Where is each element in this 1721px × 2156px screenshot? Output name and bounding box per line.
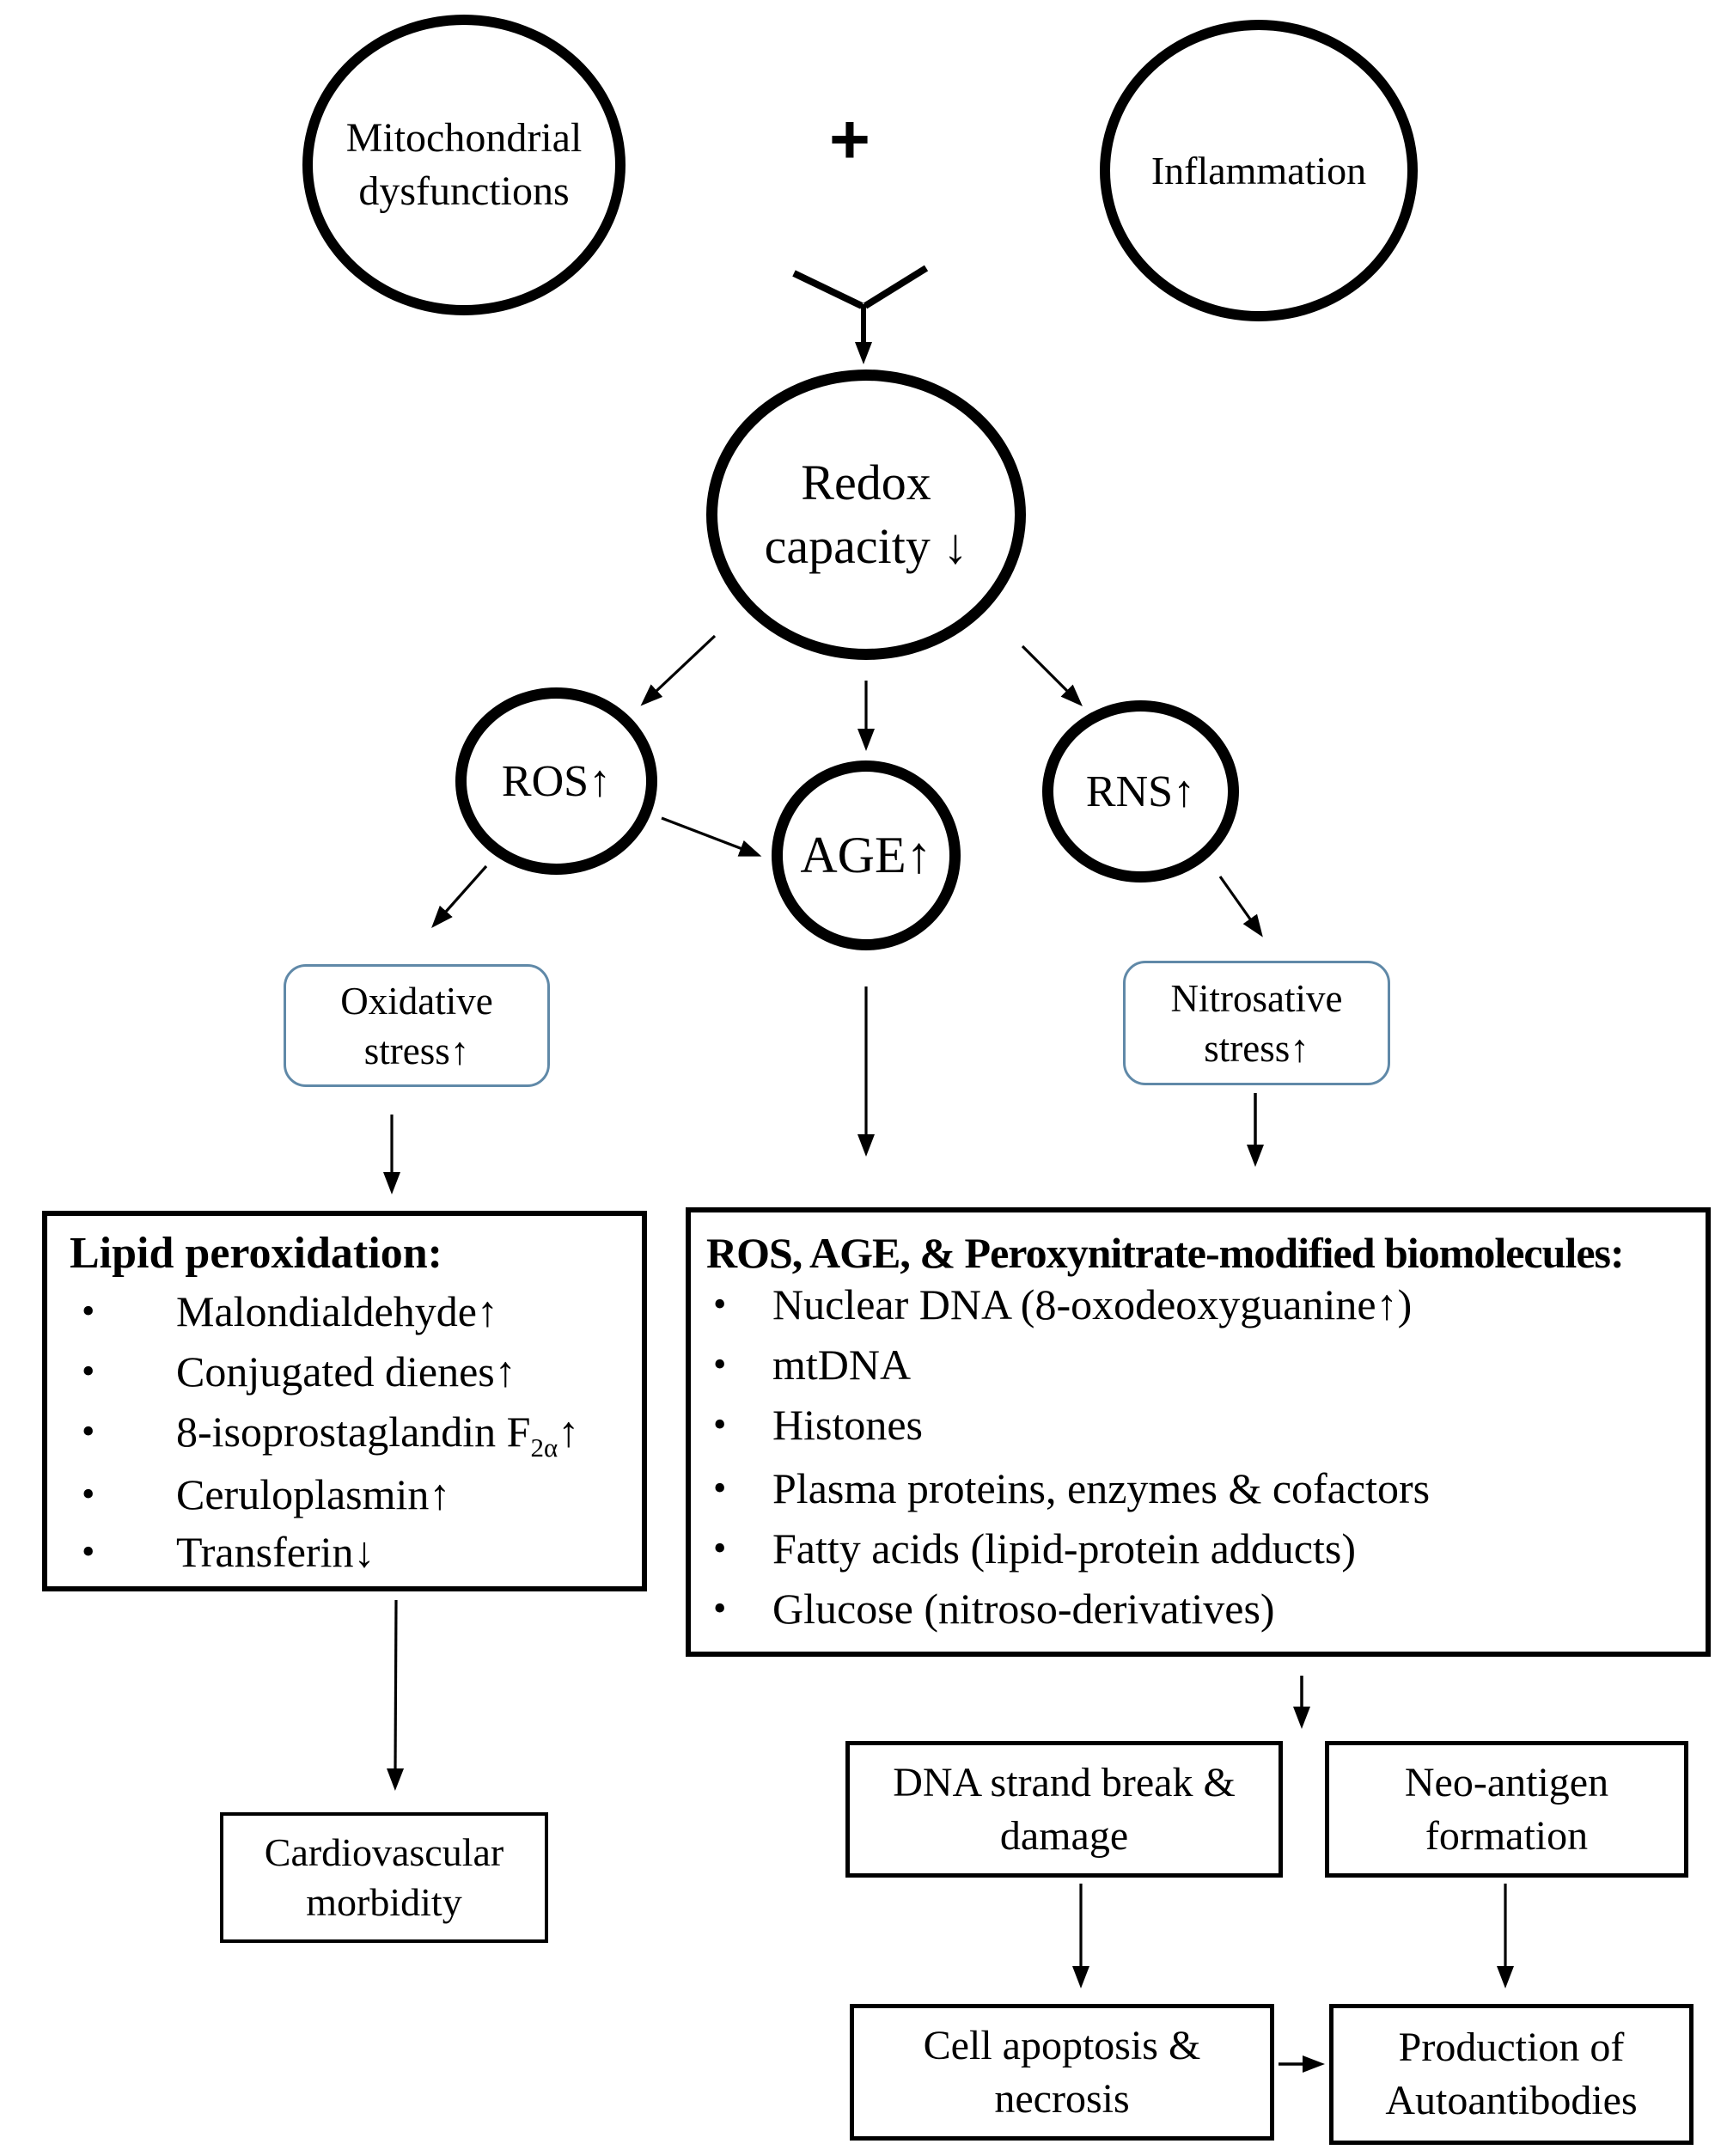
dna-strand-break-label: DNA strand break & damage bbox=[893, 1759, 1236, 1859]
lipid-peroxidation-box: Lipid peroxidation: • Malondialdehyde↑ •… bbox=[42, 1211, 647, 1591]
bullet-marker: • bbox=[82, 1410, 95, 1452]
age-node: AGE↑ bbox=[772, 760, 961, 950]
nitrosative-stress-box: Nitrosative stress↑ bbox=[1123, 961, 1390, 1085]
redox-label: Redox capacity ↓ bbox=[764, 455, 968, 574]
rns-node: RNS↑ bbox=[1042, 700, 1239, 883]
oxidative-stress-label: Oxidative stress↑ bbox=[340, 979, 493, 1072]
redox-capacity-node: Redox capacity ↓ bbox=[706, 370, 1026, 660]
list-item: • Transferin↓ bbox=[47, 1522, 642, 1582]
biomolecule-item-nuclear-dna: Nuclear DNA (8-oxodeoxyguanine↑) bbox=[772, 1280, 1413, 1328]
biomolecule-item-mtdna: mtDNA bbox=[772, 1341, 912, 1389]
inflammation-label: Inflammation bbox=[1150, 148, 1367, 192]
list-item: • Malondialdehyde↑ bbox=[47, 1281, 642, 1341]
arrow-ros-to-age bbox=[661, 816, 762, 857]
bullet-marker: • bbox=[713, 1527, 727, 1569]
rns-label: RNS↑ bbox=[1085, 767, 1196, 816]
merge-left-arm bbox=[792, 270, 864, 309]
cell-apoptosis-label: Cell apoptosis & necrosis bbox=[923, 2022, 1201, 2122]
bullet-marker: • bbox=[82, 1290, 95, 1332]
inflammation-node: Inflammation bbox=[1100, 20, 1418, 321]
arrow-lipid-to-cardiovascular bbox=[387, 1599, 405, 1791]
list-item: • Nuclear DNA (8-oxodeoxyguanine↑) bbox=[691, 1274, 1706, 1335]
oxidative-stress-box: Oxidative stress↑ bbox=[284, 964, 550, 1087]
bullet-marker: • bbox=[82, 1473, 95, 1515]
biomolecule-item-fatty-acids: Fatty acids (lipid-protein adducts) bbox=[772, 1524, 1357, 1573]
mitochondrial-label: Mitochondrial dysfunctions bbox=[345, 115, 583, 214]
list-item: • Plasma proteins, enzymes & cofactors bbox=[691, 1458, 1706, 1518]
lipid-item-transferin: Transferin↓ bbox=[176, 1528, 375, 1576]
mitochondrial-dysfunctions-node: Mitochondrial dysfunctions bbox=[302, 15, 626, 315]
list-item: • 8-isoprostaglandin F2α↑ bbox=[47, 1402, 642, 1463]
modified-biomolecules-box: ROS, AGE, & Peroxynitrate-modified biomo… bbox=[686, 1207, 1711, 1657]
bullet-marker: • bbox=[713, 1283, 727, 1325]
bullet-marker: • bbox=[713, 1587, 727, 1629]
lipid-item-ceruloplasmin: Ceruloplasmin↑ bbox=[176, 1470, 451, 1518]
autoantibodies-label: Production of Autoantibodies bbox=[1385, 2025, 1638, 2123]
arrow-ros-to-oxidative bbox=[431, 864, 488, 928]
arrow-rns-to-nitrosative bbox=[1218, 876, 1263, 938]
list-item: • Ceruloplasmin↑ bbox=[47, 1464, 642, 1524]
bullet-marker: • bbox=[82, 1350, 95, 1392]
merge-right-arm bbox=[863, 265, 929, 309]
cardiovascular-morbidity-box: Cardiovascular morbidity bbox=[220, 1812, 548, 1943]
ros-label: ROS↑ bbox=[501, 756, 612, 806]
bullet-marker: • bbox=[82, 1530, 95, 1573]
list-item: • Fatty acids (lipid-protein adducts) bbox=[691, 1518, 1706, 1579]
cardiovascular-morbidity-label: Cardiovascular morbidity bbox=[264, 1830, 504, 1924]
lipid-peroxidation-title: Lipid peroxidation: bbox=[70, 1229, 442, 1278]
bullet-marker: • bbox=[713, 1343, 727, 1385]
autoantibodies-box: Production of Autoantibodies bbox=[1329, 2004, 1694, 2145]
neo-antigen-label: Neo-antigen formation bbox=[1404, 1759, 1609, 1859]
bullet-marker: • bbox=[713, 1467, 727, 1509]
lipid-item-conjugated-dienes: Conjugated dienes↑ bbox=[176, 1347, 516, 1396]
list-item: • Histones bbox=[691, 1395, 1706, 1455]
list-item: • mtDNA bbox=[691, 1335, 1706, 1395]
age-label: AGE↑ bbox=[800, 827, 932, 883]
list-item: • Conjugated dienes↑ bbox=[47, 1341, 642, 1402]
biomolecule-item-glucose: Glucose (nitroso-derivatives) bbox=[772, 1585, 1275, 1633]
bullet-marker: • bbox=[713, 1403, 727, 1445]
modified-biomolecules-title: ROS, AGE, & Peroxynitrate-modified biomo… bbox=[706, 1229, 1625, 1277]
arrow-redox-to-ros bbox=[640, 634, 717, 706]
lipid-item-isoprostaglandin: 8-isoprostaglandin F2α↑ bbox=[176, 1408, 580, 1463]
neo-antigen-box: Neo-antigen formation bbox=[1325, 1741, 1688, 1878]
plus-sign: + bbox=[829, 101, 870, 179]
biomolecule-item-plasma-proteins: Plasma proteins, enzymes & cofactors bbox=[772, 1464, 1431, 1512]
ros-node: ROS↑ bbox=[455, 687, 657, 875]
subscript-2alpha: 2α bbox=[530, 1432, 558, 1463]
biomolecule-item-histones: Histones bbox=[772, 1401, 923, 1449]
dna-strand-break-box: DNA strand break & damage bbox=[845, 1741, 1283, 1878]
list-item: • Glucose (nitroso-derivatives) bbox=[691, 1579, 1706, 1639]
cell-apoptosis-box: Cell apoptosis & necrosis bbox=[850, 2004, 1274, 2141]
arrow-redox-to-rns bbox=[1021, 644, 1083, 706]
lipid-item-malondialdehyde: Malondialdehyde↑ bbox=[176, 1287, 498, 1335]
nitrosative-stress-label: Nitrosative stress↑ bbox=[1170, 976, 1343, 1070]
